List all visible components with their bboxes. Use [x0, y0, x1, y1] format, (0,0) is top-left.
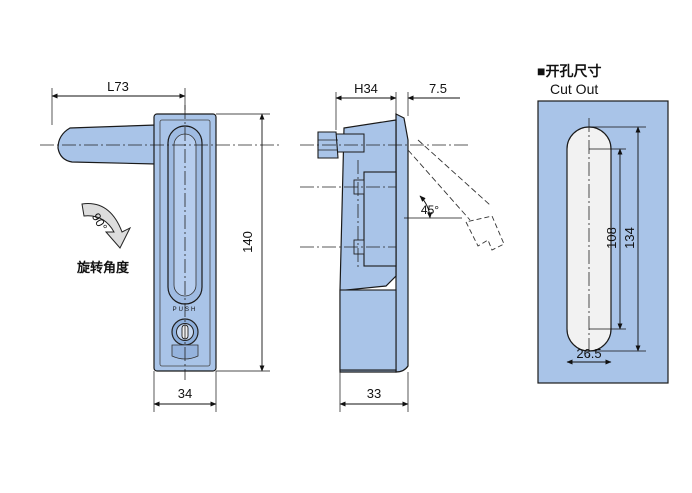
cutout-title-en: Cut Out [550, 81, 598, 97]
handle-lever [57, 124, 157, 165]
cutout-dim-outer: 134 [622, 227, 637, 249]
side-plate [395, 113, 409, 373]
dim-bottom-label: 34 [178, 386, 192, 401]
side-angle-label: 45° [421, 203, 439, 217]
cutout-view: ■开孔尺寸 Cut Out 134 108 26.5 [537, 63, 669, 384]
side-dim-bottom-label: 33 [367, 386, 381, 401]
dim-h34-label: H34 [354, 81, 378, 96]
dim-height-label: 140 [240, 231, 255, 253]
cutout-title-cn: ■开孔尺寸 [537, 63, 601, 79]
rotated-handle-outline [407, 139, 505, 251]
front-view: PUSH L73 140 34 90° 旋转角度 [40, 79, 280, 412]
cutout-dim-inner: 108 [604, 227, 619, 249]
latch-block [363, 171, 397, 267]
dim-width-label: L73 [107, 79, 129, 94]
side-view: 45° H34 7.5 33 [300, 81, 505, 412]
rotation-caption: 旋转角度 [76, 260, 130, 275]
dim-7-5-label: 7.5 [429, 81, 447, 96]
rotation-arrow-icon [81, 203, 132, 249]
push-text: PUSH [173, 307, 198, 313]
cutout-dim-width: 26.5 [576, 346, 601, 361]
